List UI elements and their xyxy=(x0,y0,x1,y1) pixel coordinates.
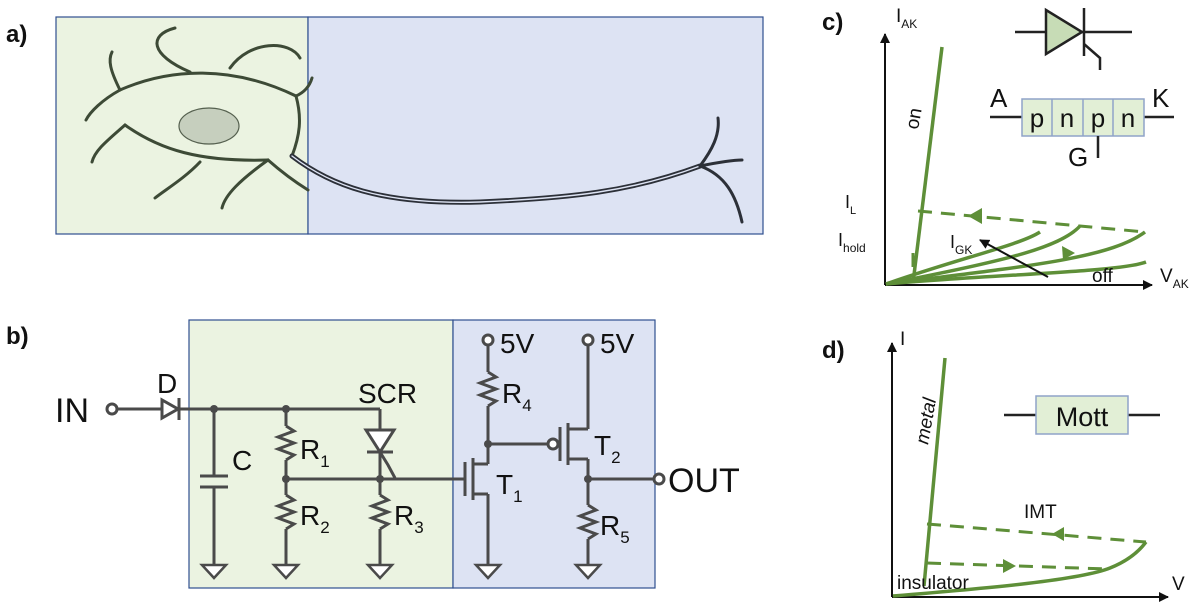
in-label: IN xyxy=(55,392,89,430)
layer-2: n xyxy=(1060,103,1074,133)
circuit-wires xyxy=(105,333,666,565)
r1-label: R1 xyxy=(300,434,330,471)
panel-b-label: b) xyxy=(6,323,29,350)
c-igk-label: IGK xyxy=(950,232,972,257)
thyristor-symbol xyxy=(1015,7,1132,70)
c-latch-arrow xyxy=(968,208,982,224)
d-mit-arrow xyxy=(1003,559,1016,573)
scr-label: SCR xyxy=(358,378,417,409)
diode-label: D xyxy=(157,368,177,399)
panel-d-label: d) xyxy=(822,337,845,364)
d-imt-arrow xyxy=(1052,527,1064,541)
c-hold-arrow xyxy=(1062,246,1075,260)
d-x-axis-label: V xyxy=(1172,574,1185,595)
r5-label: R5 xyxy=(600,510,630,547)
dendrites xyxy=(84,26,314,210)
vdd2-label: 5V xyxy=(600,328,635,359)
mott-box xyxy=(1035,395,1129,435)
circuit-axon-region xyxy=(452,319,656,589)
r4-label: R4 xyxy=(502,378,532,415)
pnpn-stack: p n p n A K G xyxy=(990,83,1174,172)
anode-label: A xyxy=(990,83,1008,113)
d-imt-dash xyxy=(926,522,1147,544)
d-mit-dash xyxy=(926,561,1109,571)
nucleus xyxy=(178,107,240,145)
c-off-label: off xyxy=(1092,266,1114,287)
c-igk-arrow xyxy=(979,239,1049,278)
c-y-axis-label: IAK xyxy=(896,6,917,31)
c-il-label: IL xyxy=(845,192,856,217)
panel-c-label: c) xyxy=(822,9,843,36)
c-off-curve-1 xyxy=(885,230,1041,286)
mott-device-symbol: Mott xyxy=(1004,395,1160,435)
panel-d-mott-plot: I V metal insulator IMT Mott xyxy=(887,329,1185,602)
d-imt-label: IMT xyxy=(1024,502,1057,523)
layer-3: p xyxy=(1091,103,1105,133)
panel-a-label: a) xyxy=(6,21,27,48)
t2-label: T2 xyxy=(594,430,621,467)
junction-dots xyxy=(210,405,592,483)
circuit-soma-region xyxy=(188,319,454,589)
ground-symbols xyxy=(199,563,603,580)
c-on-label: on xyxy=(902,106,926,130)
d-y-axis-label: I xyxy=(900,329,905,350)
d-metal-branch xyxy=(922,357,947,587)
c-on-branch xyxy=(911,46,944,284)
c-off-curve-3 xyxy=(885,230,1147,286)
out-label: OUT xyxy=(668,462,740,500)
c-ihold-label: Ihold xyxy=(838,230,866,255)
t1-label: T1 xyxy=(496,469,523,506)
r3-label: R3 xyxy=(394,500,424,537)
r2-label: R2 xyxy=(300,500,330,537)
c-off-curve-2 xyxy=(885,224,1082,286)
panel-c-scr-plot: IAK VAK on off IL Ihold IGK xyxy=(838,6,1189,291)
c-x-axis-label: VAK xyxy=(1160,266,1189,291)
panel-b-circuit: IN OUT D C SCR R1 R2 R3 R4 R5 T1 T2 5V 5… xyxy=(55,319,740,589)
scr-symbol xyxy=(363,428,397,455)
d-insulator-curve xyxy=(892,540,1148,598)
layer-4: n xyxy=(1121,103,1135,133)
axon-region xyxy=(307,16,764,235)
mott-label: Mott xyxy=(1056,402,1109,432)
axon xyxy=(289,116,744,224)
layer-1: p xyxy=(1030,103,1044,133)
gate-label: G xyxy=(1068,142,1088,172)
cap-label: C xyxy=(232,445,252,476)
panel-a-neuron xyxy=(55,16,764,235)
c-latch-dash xyxy=(917,209,1146,234)
diode-symbol xyxy=(160,397,182,421)
cathode-label: K xyxy=(1152,83,1170,113)
c-off-curve-4 xyxy=(885,260,1147,286)
d-insulator-label: insulator xyxy=(897,573,969,594)
vdd1-label: 5V xyxy=(500,328,535,359)
